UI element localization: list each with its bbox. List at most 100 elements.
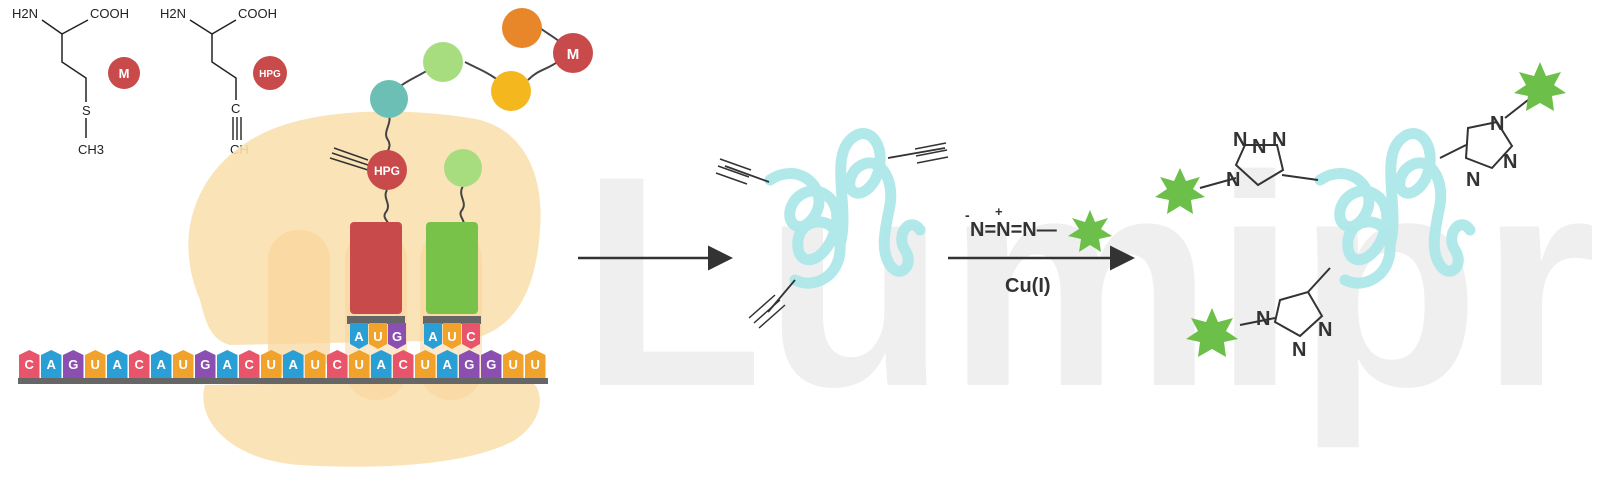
mrna-nucleotide-letter: A — [47, 357, 57, 372]
triazole-tl-n4: N — [1226, 169, 1240, 191]
trna-right-body — [426, 222, 478, 314]
mrna-nucleotide: A — [283, 350, 304, 378]
triazole-tr-n2: N — [1503, 151, 1517, 173]
anticodon-right-nucleotide-letter: U — [447, 329, 456, 344]
mrna-nucleotide-letter: U — [179, 357, 188, 372]
hpg-acid-label: COOH — [238, 6, 277, 21]
mrna-nucleotide-letter: G — [464, 357, 474, 372]
anticodon-left-nucleotide: U — [369, 323, 387, 349]
mrna-nucleotide: A — [217, 350, 238, 378]
mrna-nucleotide: A — [151, 350, 172, 378]
anticodon-right-nucleotide: A — [424, 323, 442, 349]
peptide-bead-teal — [370, 80, 408, 118]
trna-left-bar — [347, 316, 405, 324]
mrna-nucleotide: C — [129, 350, 150, 378]
met-sulfur-label: S — [82, 103, 91, 118]
hpg-amine-label: H2N — [160, 6, 186, 21]
mrna-nucleotide: G — [63, 350, 84, 378]
mrna-nucleotide: U — [525, 350, 546, 378]
mrna-nucleotide: U — [85, 350, 106, 378]
anticodon-right-nucleotide-letter: C — [466, 329, 476, 344]
triazole-tl-n1: N — [1233, 129, 1247, 151]
mrna-nucleotide-letter: C — [399, 357, 409, 372]
protein-labeled-coil — [1314, 128, 1476, 289]
methionine-structure: H2N COOH S CH3 M — [12, 6, 140, 157]
mrna-nucleotide-letter: U — [421, 357, 430, 372]
peptide-met-label: M — [567, 46, 580, 63]
mrna-nucleotide-letter: G — [68, 357, 78, 372]
anticodon-right-nucleotide: U — [443, 323, 461, 349]
anticodon-left-nucleotide: G — [388, 323, 406, 349]
mrna-nucleotide: C — [393, 350, 414, 378]
mrna-nucleotide-letter: G — [486, 357, 496, 372]
protein-labeled — [1314, 128, 1476, 289]
ribosome-e-site — [268, 230, 330, 380]
anticodon-left-nucleotide-letter: U — [373, 329, 382, 344]
mrna-nucleotide-letter: A — [377, 357, 387, 372]
protein-alkyne — [715, 128, 949, 329]
triazole-b-n1: N — [1256, 308, 1270, 330]
triazole-tr-n3: N — [1466, 169, 1480, 191]
dye-star-top-left — [1155, 168, 1205, 214]
triazole-tl-n3: N — [1272, 129, 1286, 151]
anticodon-left-nucleotide: A — [350, 323, 368, 349]
anticodon-left-nucleotide-letter: G — [392, 329, 402, 344]
dye-star-top-right — [1514, 62, 1566, 111]
azide-reagent: - + N=N=N— — [965, 204, 1112, 252]
mrna-nucleotide-letter: U — [355, 357, 364, 372]
hpg-structure: H2N COOH C CH HPG — [160, 6, 287, 157]
mrna-nucleotide: A — [107, 350, 128, 378]
mrna-nucleotide-letter: C — [245, 357, 255, 372]
azide-minus-charge: - — [965, 207, 970, 223]
mrna-nucleotide: A — [41, 350, 62, 378]
mrna-nucleotide: U — [261, 350, 282, 378]
trna-left-body — [350, 222, 402, 314]
mrna-nucleotide: A — [437, 350, 458, 378]
mrna-nucleotide: G — [195, 350, 216, 378]
azide-formula: N=N=N— — [970, 219, 1057, 241]
triazole-tl-n2: N — [1252, 136, 1266, 158]
mrna-nucleotide: G — [481, 350, 502, 378]
mrna-nucleotide: U — [349, 350, 370, 378]
hpg-badge-label: HPG — [259, 69, 281, 80]
mrna-nucleotide: U — [415, 350, 436, 378]
mrna-nucleotide-letter: A — [289, 357, 299, 372]
hpg-badge-circle — [253, 56, 287, 90]
mrna-nucleotide-letter: A — [443, 357, 453, 372]
mrna-nucleotide-letter: C — [333, 357, 343, 372]
met-badge-label: M — [119, 66, 130, 81]
azide-plus-charge: + — [995, 204, 1003, 219]
trna-right — [423, 149, 482, 324]
mrna-nucleotide: C — [239, 350, 260, 378]
mrna-nucleotide: C — [19, 350, 40, 378]
mrna-nucleotide: U — [503, 350, 524, 378]
mrna-nucleotide-letter: A — [113, 357, 123, 372]
dye-star-bottom — [1186, 308, 1238, 357]
trna-hpg-label: HPG — [374, 164, 400, 178]
mrna-nucleotide-letter: A — [157, 357, 167, 372]
hpg-carbon-label: C — [231, 101, 240, 116]
peptide-bead-met — [553, 33, 593, 73]
catalyst-label: Cu(I) — [1005, 275, 1051, 297]
triazole-tr-n1: N — [1490, 113, 1504, 135]
mrna-nucleotide-letter: U — [267, 357, 276, 372]
met-methyl-label: CH3 — [78, 142, 104, 157]
triazole-top-left: N N N N — [1155, 129, 1319, 214]
mrna-nucleotide-letter: C — [25, 357, 35, 372]
azide-dye-star — [1068, 210, 1112, 252]
mrna-nucleotide: U — [305, 350, 326, 378]
trna-right-aminoacid — [444, 149, 482, 187]
mrna-nucleotide-letter: U — [311, 357, 320, 372]
mrna-nucleotide: U — [173, 350, 194, 378]
anticodon-left-nucleotide-letter: A — [354, 329, 364, 344]
mrna-nucleotide-letter: C — [135, 357, 145, 372]
peptide-bead-yellow — [491, 71, 531, 111]
mrna-nucleotide-letter: U — [91, 357, 100, 372]
peptide-bead-lightgreen — [423, 42, 463, 82]
mrna-nucleotide: G — [459, 350, 480, 378]
mrna-nucleotide: A — [371, 350, 392, 378]
mrna-backbone — [18, 378, 548, 384]
mrna-nucleotide-letter: U — [509, 357, 518, 372]
mrna-nucleotide-letter: G — [200, 357, 210, 372]
